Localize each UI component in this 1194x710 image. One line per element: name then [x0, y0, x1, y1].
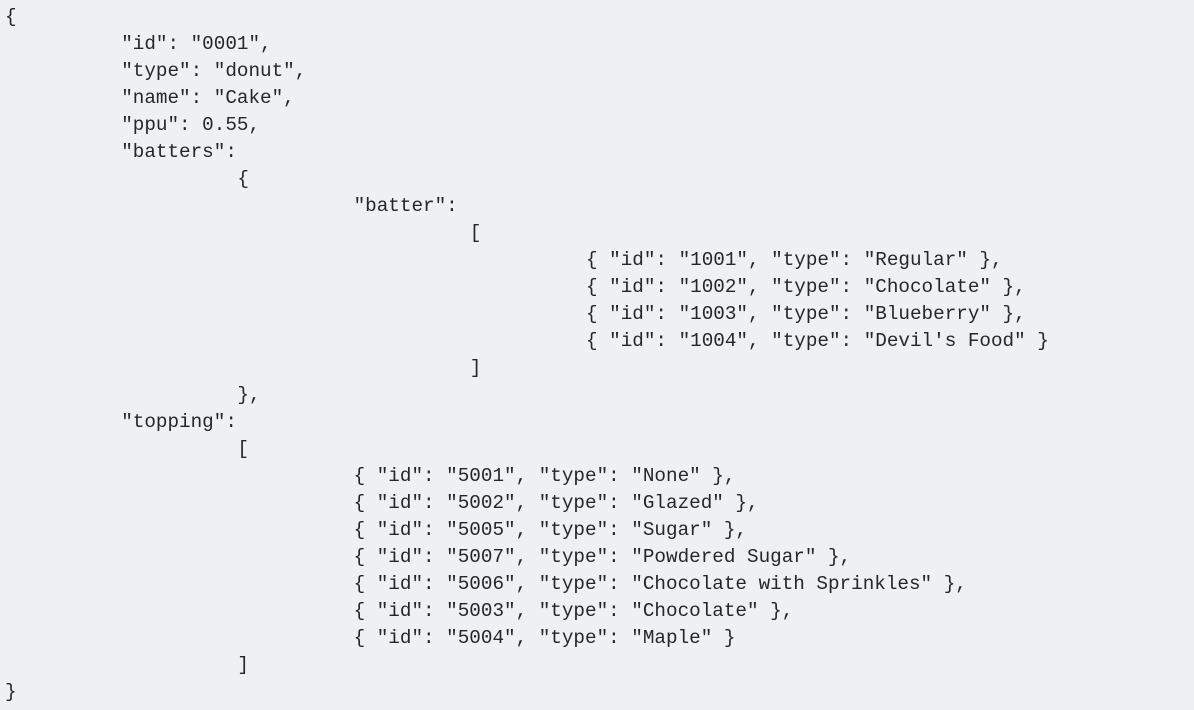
code-line: { "id": "5005", "type": "Sugar" }, — [353, 519, 747, 541]
code-line: }, — [237, 384, 261, 406]
code-line: "ppu": 0.55, — [121, 114, 261, 136]
code-line: "topping": — [121, 411, 237, 433]
code-line: ] — [237, 654, 249, 676]
code-line: { "id": "1002", "type": "Chocolate" }, — [586, 276, 1026, 298]
code-line: { "id": "1003", "type": "Blueberry" }, — [586, 303, 1026, 325]
code-line: { "id": "5002", "type": "Glazed" }, — [353, 492, 759, 514]
code-line: } — [5, 681, 17, 703]
code-line: [ — [469, 222, 482, 244]
code-line: { "id": "5006", "type": "Chocolate with … — [353, 573, 967, 595]
code-line: { "id": "5007", "type": "Powdered Sugar"… — [353, 546, 852, 568]
code-line: { "id": "5001", "type": "None" }, — [353, 465, 736, 487]
code-line: [ — [237, 438, 249, 460]
code-line: "batters": — [121, 141, 237, 163]
code-line: { "id": "5004", "type": "Maple" } — [353, 627, 736, 649]
code-line: "type": "donut", — [121, 60, 307, 82]
code-line: { — [237, 168, 249, 190]
code-line: { "id": "1004", "type": "Devil's Food" } — [586, 330, 1049, 352]
code-line: { — [5, 6, 17, 28]
code-line: { "id": "5003", "type": "Chocolate" }, — [353, 600, 794, 622]
code-line: "batter": — [353, 195, 458, 217]
code-line: "id": "0001", — [121, 33, 272, 55]
code-line: { "id": "1001", "type": "Regular" }, — [586, 249, 1003, 271]
code-line: "name": "Cake", — [121, 87, 295, 109]
code-line: ] — [469, 357, 482, 379]
